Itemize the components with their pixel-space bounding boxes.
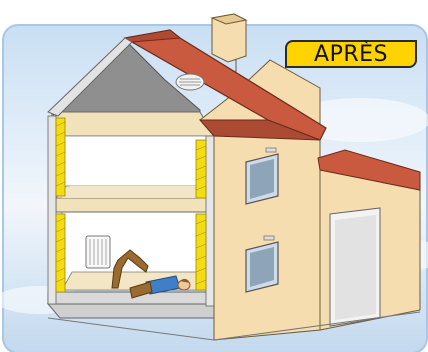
left-insulation-lower	[56, 214, 65, 292]
radiator-icon	[86, 236, 110, 268]
ventilation-grille-icon	[176, 74, 204, 90]
chimney-icon	[212, 14, 246, 62]
right-insulation-lower	[196, 214, 206, 290]
left-insulation-upper	[56, 118, 65, 196]
middle-floor-slab	[56, 198, 214, 212]
after-badge: APRÈS	[285, 40, 417, 68]
attic-slab	[52, 112, 214, 136]
